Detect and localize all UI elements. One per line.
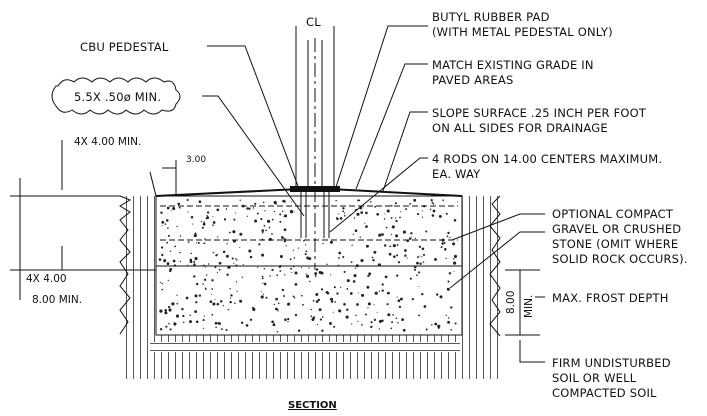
soil-label-3: COMPACTED SOIL [552,386,657,400]
gravel-label-4: SOLID ROCK OCCURS). [552,252,688,266]
dimension-lines [10,140,540,336]
dim-8-vertical: 8.00 [505,291,517,314]
gravel-label-2: GRAVEL OR CRUSHED [552,222,681,236]
soil-label-2: SOIL OR WELL [552,371,637,385]
soil-label: FIRM UNDISTURBED [552,356,671,370]
gravel-label: OPTIONAL COMPACT [552,207,674,221]
rods-label-2: EA. WAY [432,167,481,181]
rods-label: 4 RODS ON 14.00 CENTERS MAXIMUM. [432,152,662,166]
slope-label: SLOPE SURFACE .25 INCH PER FOOT [432,106,647,120]
leader-lines [202,25,545,363]
soil-hatching [119,195,501,379]
aggregate-texture [158,198,459,333]
dim-3: 3.00 [186,155,206,165]
cbu-pedestal-label: CBU PEDESTAL [80,40,169,54]
butyl-label: BUTYL RUBBER PAD [432,10,550,24]
concrete-pad [155,188,463,267]
butyl-label-2: (WITH METAL PEDESTAL ONLY) [432,25,613,39]
bolt-callout-label: 5.5X .50ø MIN. [74,90,161,104]
cbu-pedestal-post [290,26,340,270]
gravel-label-3: STONE (OMIT WHERE [552,237,678,251]
dim-4x-top: 4X 4.00 MIN. [74,136,141,148]
centerline-symbol: CL [306,15,321,29]
dim-4x-side: 4X 4.00 [26,273,67,285]
match-grade-label: MATCH EXISTING GRADE IN [432,58,594,72]
match-grade-label-2: PAVED AREAS [432,73,513,87]
section-title: SECTION [288,400,337,411]
gravel-layer [155,265,463,336]
dim-8-min: 8.00 MIN. [32,294,82,306]
frost-depth-label: MAX. FROST DEPTH [552,291,669,305]
slope-label-2: ON ALL SIDES FOR DRAINAGE [432,121,608,135]
dim-min-vertical: MIN. [523,295,535,318]
bolt-callout-cloud [51,77,181,115]
